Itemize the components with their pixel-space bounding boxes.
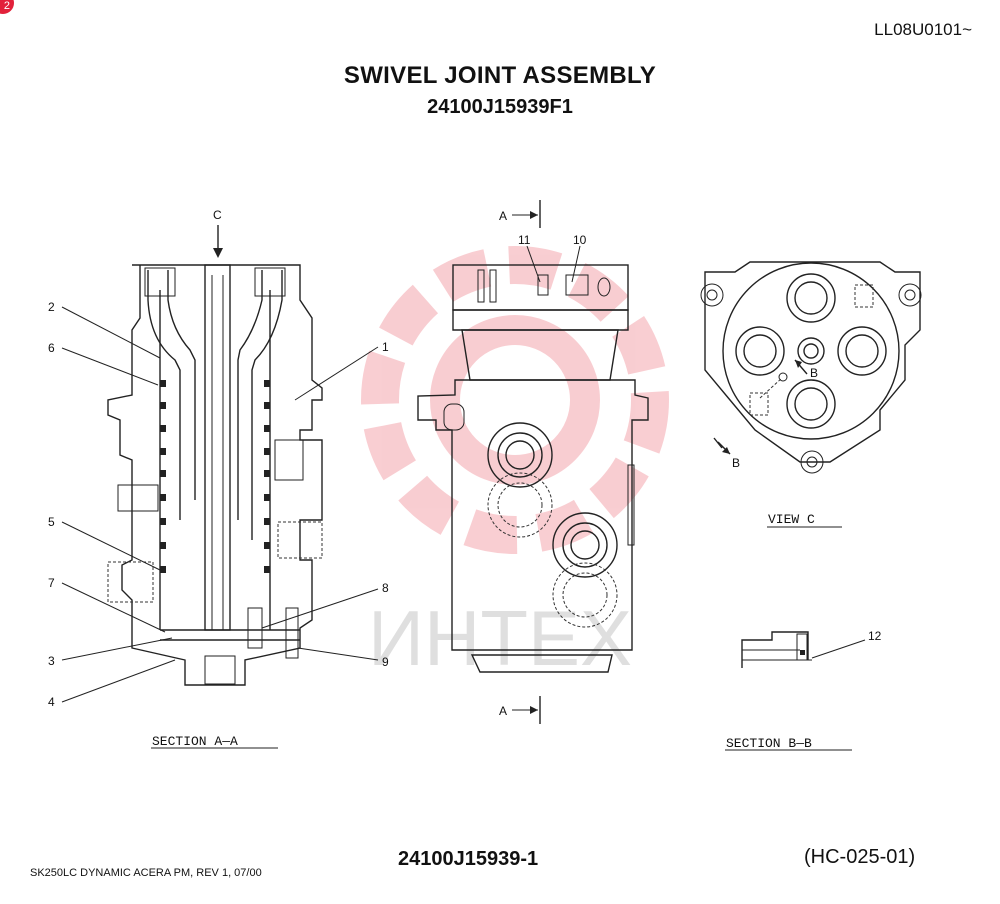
section-bb-drawing	[741, 631, 866, 668]
callout-c: C	[213, 208, 222, 222]
callout-6: 6	[48, 341, 55, 355]
watermark-logo	[361, 246, 669, 554]
caption-section-aa: SECTION A—A	[152, 734, 238, 749]
callout-b-view: B	[810, 366, 818, 380]
footer-figure-code: (HC-025-01)	[804, 846, 916, 868]
section-aa-leaders	[61, 306, 379, 703]
page-title: SWIVEL JOINT ASSEMBLY	[343, 62, 657, 89]
callout-2: 2	[48, 300, 55, 314]
footer-part-number: 24100J15939-1	[398, 848, 539, 870]
callout-5: 5	[48, 515, 55, 529]
footer-manual-reference: SK250LC DYNAMIC ACERA PM, REV 1, 07/00	[30, 867, 262, 879]
callout-8: 8	[382, 581, 389, 595]
callout-a-top: A	[499, 209, 507, 223]
callout-11: 11	[518, 233, 531, 247]
callout-3: 3	[48, 654, 55, 668]
caption-view-c: VIEW C	[768, 512, 815, 527]
callout-a-bottom: A	[499, 704, 507, 718]
watermark-text: ИНТЕХ	[368, 594, 632, 682]
front-view-drawing	[417, 200, 649, 724]
page-number-badge: 2	[0, 0, 14, 14]
callout-9: 9	[382, 655, 389, 669]
document-code: LL08U0101~	[874, 20, 972, 39]
callout-1: 1	[382, 340, 389, 354]
assembly-part-number: 24100J15939F1	[427, 96, 573, 118]
callout-7: 7	[48, 576, 55, 590]
callout-12: 12	[868, 629, 882, 643]
callout-4: 4	[48, 695, 55, 709]
section-aa-drawing	[107, 225, 323, 686]
view-c-drawing	[700, 261, 922, 474]
callout-b-section: B	[732, 456, 740, 470]
caption-section-bb: SECTION B—B	[726, 736, 812, 751]
callout-10: 10	[573, 233, 587, 247]
